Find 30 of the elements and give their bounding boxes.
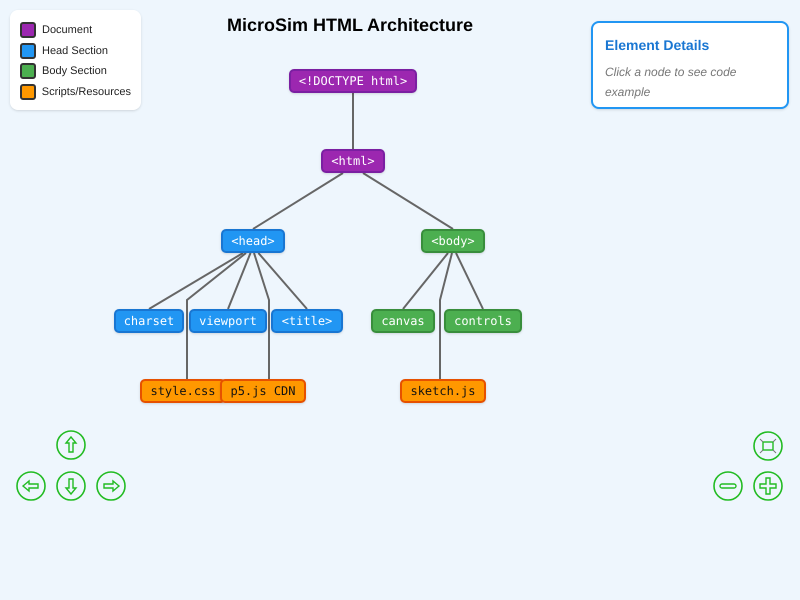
connector-line — [252, 172, 344, 230]
tree-node: <body> — [421, 229, 485, 253]
legend-label: Scripts/Resources — [42, 84, 131, 100]
tree-node: <html> — [321, 149, 385, 173]
connector-line — [186, 252, 247, 379]
legend-label: Head Section — [42, 44, 108, 58]
connector-line — [253, 252, 270, 379]
diagram-title: MicroSim HTML Architecture — [226, 14, 474, 37]
tree-node: sketch.js — [400, 379, 486, 403]
connector-line — [352, 93, 354, 149]
tree-node: charset — [114, 309, 184, 333]
connector-line — [402, 252, 449, 310]
connector-line — [439, 252, 453, 379]
tree-node: controls — [444, 309, 522, 333]
tree-node: <head> — [221, 229, 285, 253]
connector-line — [148, 252, 244, 310]
panel-heading: Element Details — [605, 36, 710, 55]
legend-label: Body Section — [42, 64, 107, 79]
connector-line — [258, 252, 308, 310]
tree-node: <title> — [271, 309, 343, 333]
connector-line — [362, 172, 454, 230]
connector-line — [227, 252, 252, 310]
panel-hint: Click a node to see code example — [605, 64, 738, 101]
details-panel — [591, 21, 789, 109]
tree-node: viewport — [189, 309, 267, 333]
connector-line — [455, 252, 484, 310]
legend-label: Document — [42, 23, 92, 38]
tree-node: <!DOCTYPE html> — [289, 69, 417, 93]
tree-node: canvas — [371, 309, 435, 333]
tree-node: p5.js CDN — [220, 379, 306, 403]
